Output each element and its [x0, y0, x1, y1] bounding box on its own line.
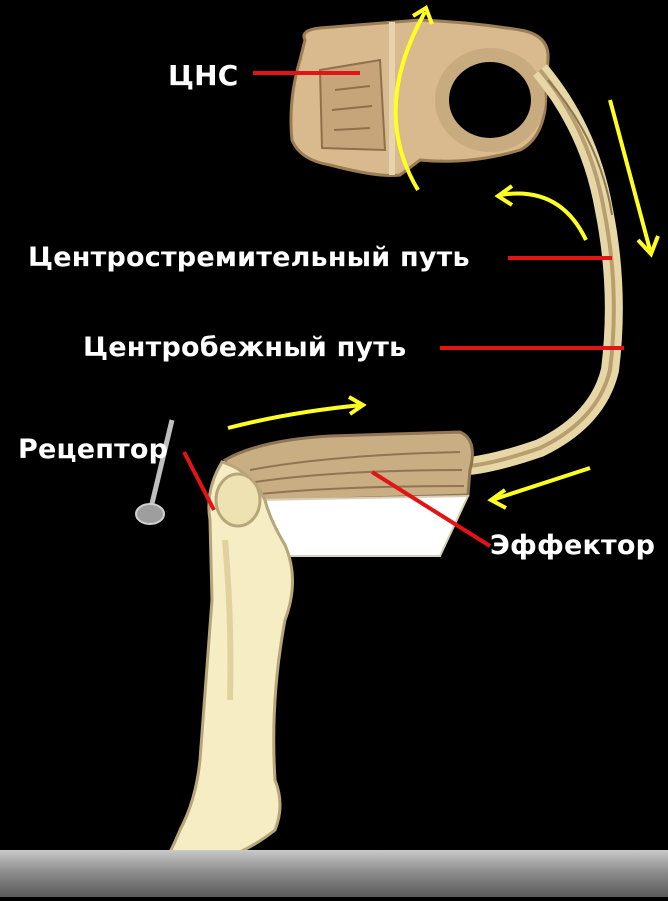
- arrow-effector: [492, 468, 590, 500]
- label-afferent-path: Центростремительный путь: [28, 244, 470, 271]
- spinal-cord: [291, 20, 548, 176]
- lower-leg: [160, 462, 293, 886]
- label-effector: Эффектор: [490, 532, 655, 559]
- receptor-pointer: [184, 452, 214, 510]
- arrow-afferent: [500, 193, 586, 240]
- label-receptor: Рецептор: [18, 436, 168, 463]
- label-efferent-path: Центробежный путь: [83, 334, 406, 361]
- label-cns: ЦНС: [168, 62, 239, 90]
- floor: [0, 850, 668, 897]
- arrow-receptor: [228, 405, 362, 428]
